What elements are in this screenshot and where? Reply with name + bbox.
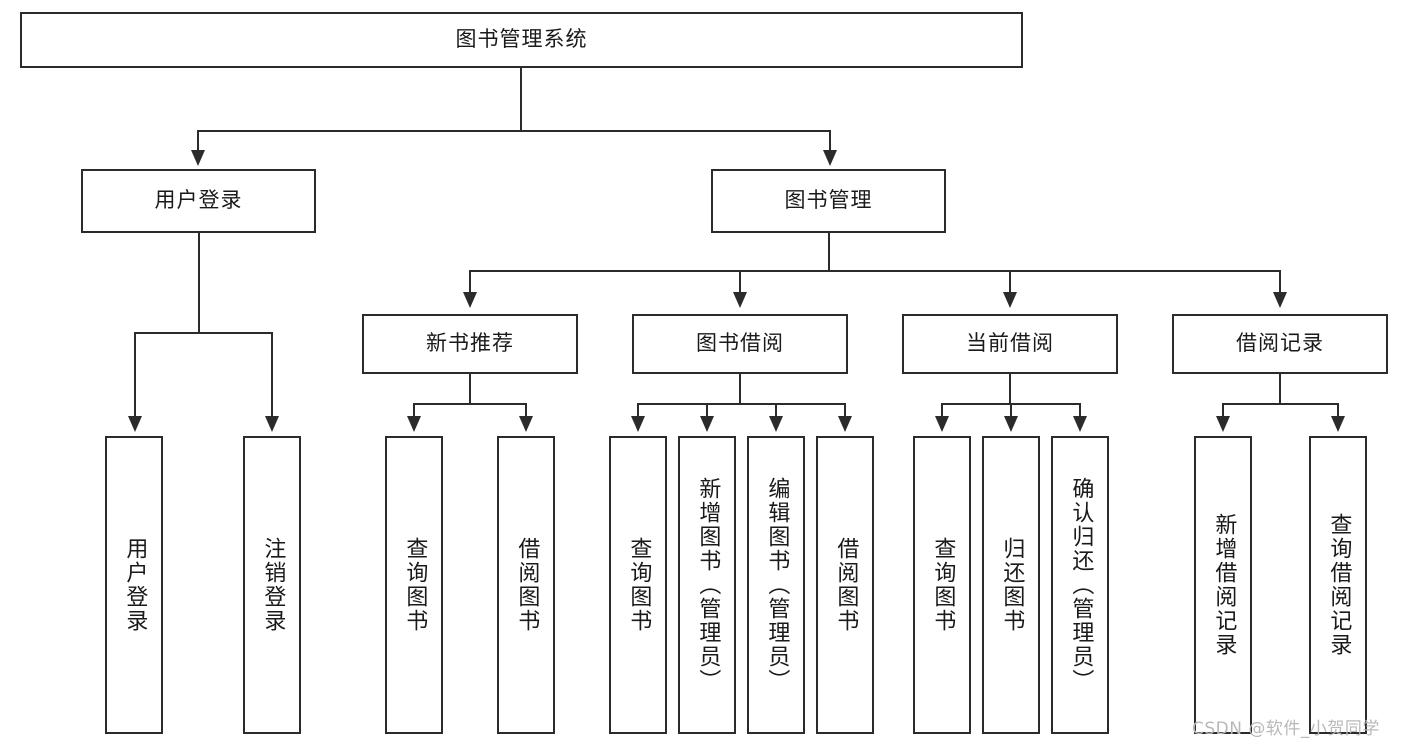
csdn-watermark: CSDN @软件_小贺同学 <box>1192 719 1380 739</box>
connector-cb-to-leaf-1 <box>941 403 943 418</box>
node-label: 借阅记录 <box>1236 331 1324 356</box>
connector-bm-to-book-borrow <box>739 270 741 294</box>
arrowhead-root-to-user-login <box>191 150 205 166</box>
connector-book-management-stem <box>828 233 830 272</box>
arrowhead-user-login-to-leaf-2 <box>265 416 279 432</box>
node-label: 新增图书（管理员） <box>695 477 721 693</box>
node-borrow-record[interactable]: 借阅记录 <box>1172 314 1388 374</box>
arrowhead-bm-to-book-borrow <box>733 292 747 308</box>
connector-cb-to-leaf-3 <box>1079 403 1081 418</box>
arrowhead-bm-to-current-borrow <box>1003 292 1017 308</box>
node-root-book-management-system[interactable]: 图书管理系统 <box>20 12 1023 68</box>
connector-root-to-user-login <box>197 130 199 152</box>
node-label: 归还图书 <box>999 537 1025 633</box>
node-label: 确认归还（管理员） <box>1068 477 1094 693</box>
leaf-user-login-login[interactable]: 用户登录 <box>105 436 163 734</box>
node-label: 借阅图书 <box>833 537 859 633</box>
node-label: 图书借阅 <box>696 331 784 356</box>
arrowhead-bb-to-leaf-1 <box>631 416 645 432</box>
node-label: 图书管理系统 <box>455 27 588 52</box>
connector-bb-to-leaf-1 <box>637 403 639 418</box>
connector-root-bus <box>197 130 831 132</box>
connector-book-borrow-stem <box>739 374 741 405</box>
connector-root-to-book-management <box>829 130 831 152</box>
connector-bb-to-leaf-4 <box>844 403 846 418</box>
connector-user-login-stem <box>198 233 200 334</box>
connector-user-login-bus <box>134 332 273 334</box>
connector-bm-to-current-borrow <box>1009 270 1011 294</box>
arrowhead-nb-to-leaf-2 <box>519 416 533 432</box>
node-label: 新书推荐 <box>426 331 514 356</box>
arrowhead-bb-to-leaf-2 <box>700 416 714 432</box>
node-user-login[interactable]: 用户登录 <box>81 169 316 233</box>
node-label: 用户登录 <box>154 188 243 213</box>
connector-nb-to-leaf-1 <box>413 403 415 418</box>
arrowhead-br-to-leaf-1 <box>1216 416 1230 432</box>
arrowhead-bm-to-borrow-record <box>1273 292 1287 308</box>
connector-user-login-to-leaf-1 <box>134 332 136 418</box>
node-label: 查询图书 <box>402 537 428 633</box>
connector-bm-to-borrow-record <box>1279 270 1281 294</box>
node-label: 查询借阅记录 <box>1326 513 1352 657</box>
arrowhead-bb-to-leaf-3 <box>769 416 783 432</box>
node-label: 编辑图书（管理员） <box>764 477 790 693</box>
node-label: 注销登录 <box>260 537 286 633</box>
node-label: 查询图书 <box>930 537 956 633</box>
connector-cb-to-leaf-2 <box>1010 403 1012 418</box>
connector-borrow-record-stem <box>1279 374 1281 405</box>
node-new-book-recommend[interactable]: 新书推荐 <box>362 314 578 374</box>
connector-user-login-to-leaf-2 <box>271 332 273 418</box>
arrowhead-bm-to-new-book <box>463 292 477 308</box>
leaf-book-borrow-edit-book-admin[interactable]: 编辑图书（管理员） <box>747 436 805 734</box>
node-label: 新增借阅记录 <box>1211 513 1237 657</box>
node-label: 借阅图书 <box>514 537 540 633</box>
leaf-borrow-record-add-record[interactable]: 新增借阅记录 <box>1194 436 1252 734</box>
leaf-new-book-query-book[interactable]: 查询图书 <box>385 436 443 734</box>
arrowhead-user-login-to-leaf-1 <box>128 416 142 432</box>
connector-new-book-stem <box>469 374 471 405</box>
leaf-book-borrow-add-book-admin[interactable]: 新增图书（管理员） <box>678 436 736 734</box>
node-current-borrow[interactable]: 当前借阅 <box>902 314 1118 374</box>
connector-bm-to-new-book <box>469 270 471 294</box>
arrowhead-nb-to-leaf-1 <box>407 416 421 432</box>
connector-root-stem <box>520 68 522 132</box>
connector-br-to-leaf-1 <box>1222 403 1224 418</box>
arrowhead-cb-to-leaf-3 <box>1073 416 1087 432</box>
node-book-management[interactable]: 图书管理 <box>711 169 946 233</box>
node-label: 图书管理 <box>784 188 873 213</box>
node-label: 查询图书 <box>626 537 652 633</box>
connector-book-borrow-bus <box>637 403 844 405</box>
leaf-new-book-borrow-book[interactable]: 借阅图书 <box>497 436 555 734</box>
leaf-borrow-record-query-record[interactable]: 查询借阅记录 <box>1309 436 1367 734</box>
connector-borrow-record-bus <box>1222 403 1339 405</box>
connector-br-to-leaf-2 <box>1337 403 1339 418</box>
connector-bb-to-leaf-3 <box>775 403 777 418</box>
arrowhead-root-to-book-management <box>823 150 837 166</box>
node-label: 当前借阅 <box>966 331 1054 356</box>
leaf-user-login-logout[interactable]: 注销登录 <box>243 436 301 734</box>
leaf-book-borrow-query-book[interactable]: 查询图书 <box>609 436 667 734</box>
connector-bb-to-leaf-2 <box>706 403 708 418</box>
leaf-current-borrow-query-book[interactable]: 查询图书 <box>913 436 971 734</box>
connector-current-borrow-stem <box>1009 374 1011 405</box>
arrowhead-cb-to-leaf-1 <box>935 416 949 432</box>
arrowhead-br-to-leaf-2 <box>1331 416 1345 432</box>
connector-book-management-bus <box>469 270 1280 272</box>
connector-new-book-bus <box>413 403 527 405</box>
arrowhead-cb-to-leaf-2 <box>1004 416 1018 432</box>
leaf-book-borrow-borrow-book[interactable]: 借阅图书 <box>816 436 874 734</box>
node-book-borrow[interactable]: 图书借阅 <box>632 314 848 374</box>
arrowhead-bb-to-leaf-4 <box>838 416 852 432</box>
node-label: 用户登录 <box>122 537 148 633</box>
leaf-current-borrow-return-book[interactable]: 归还图书 <box>982 436 1040 734</box>
leaf-current-borrow-confirm-return-admin[interactable]: 确认归还（管理员） <box>1051 436 1109 734</box>
connector-nb-to-leaf-2 <box>525 403 527 418</box>
